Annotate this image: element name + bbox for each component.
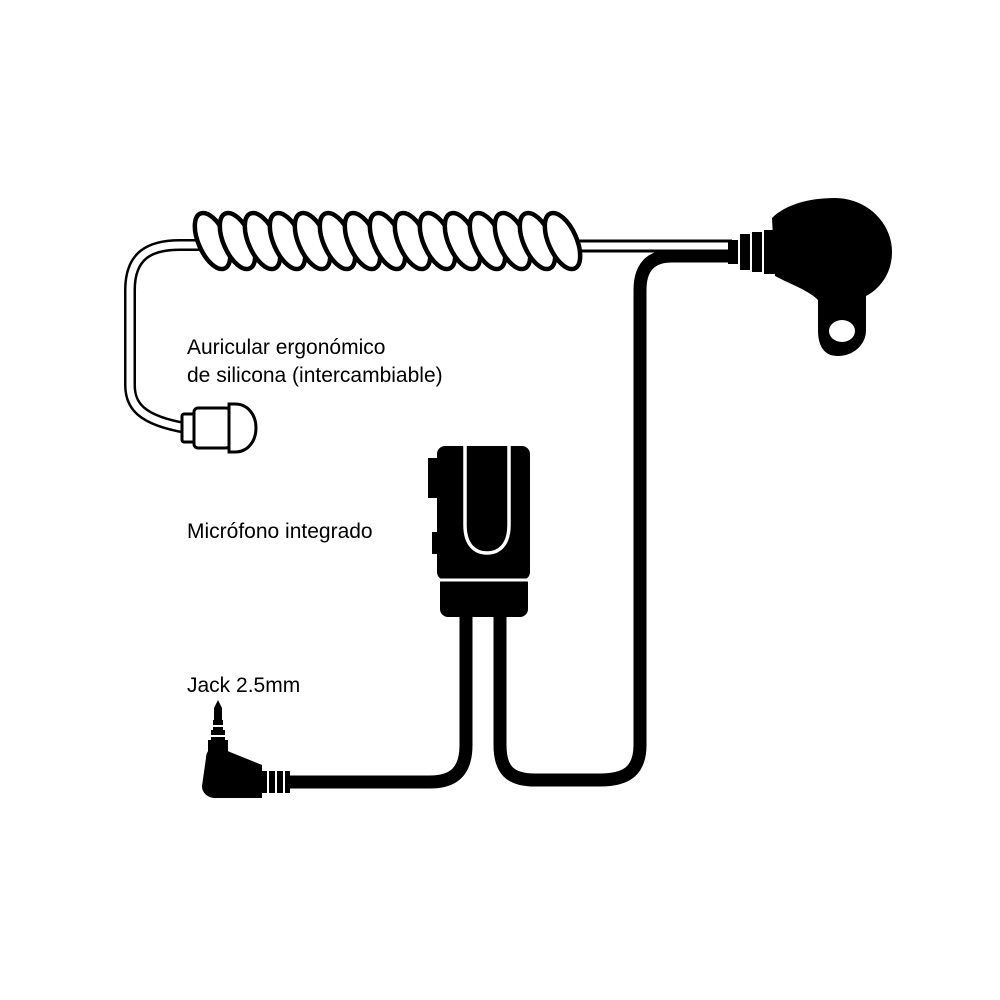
strain-relief-rib: [764, 230, 776, 274]
earpiece-label: Auricular ergonómico de silicona (interc…: [187, 334, 443, 390]
microphone-ptt-icon: [428, 446, 530, 617]
cable-mic-to-jack: [288, 615, 473, 789]
acoustic-tube: [124, 239, 221, 434]
cable-pod-to-mic: [493, 249, 728, 787]
coil-loop: [542, 210, 583, 272]
coiled-tube-icon: [192, 210, 583, 272]
strain-relief-rib: [752, 232, 762, 272]
jack-label: Jack 2.5mm: [187, 674, 301, 697]
earpiece-label-line1: Auricular ergonómico: [187, 336, 386, 359]
jack-plug-icon: [202, 700, 290, 798]
earpiece-icon: [180, 402, 258, 454]
earpiece-label-line2: de silicona (intercambiable): [187, 364, 443, 387]
strain-relief-rib: [740, 234, 750, 270]
speaker-pod-icon: [728, 198, 892, 356]
microphone-label: Micrófono integrado: [187, 520, 373, 543]
strain-relief-rib: [728, 240, 738, 264]
